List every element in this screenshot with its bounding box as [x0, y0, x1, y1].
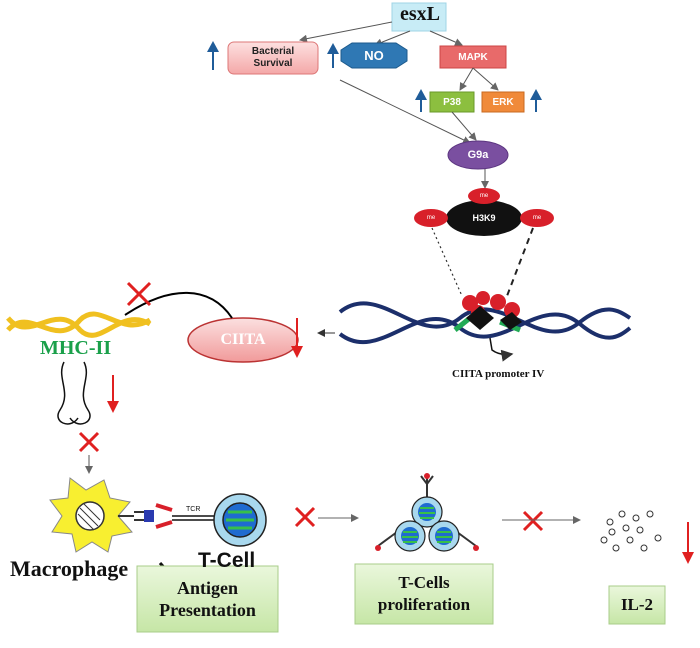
- arrow-esxl-bacterial: [299, 21, 393, 43]
- bacterial-survival-label: Bacterial Survival: [251, 46, 295, 69]
- down-arrow-icon: [682, 522, 694, 564]
- ciita-mhc-link: [124, 291, 233, 319]
- dashed-link-right: [506, 227, 534, 297]
- tcells-proliferation-label: T-Cells proliferation: [377, 573, 471, 614]
- methyl-left: [414, 209, 448, 227]
- dna-helix-icon: [338, 291, 632, 345]
- ciita-promoter-label: CIITA promoter IV: [452, 368, 545, 380]
- h3k9-label: H3K9: [472, 213, 496, 223]
- erk-box: [481, 91, 525, 113]
- erk-label: ERK: [492, 96, 514, 108]
- tcell-label: T-Cell: [198, 549, 256, 572]
- g9a-label: G9a: [467, 149, 489, 161]
- il2-label: IL-2: [620, 595, 654, 614]
- p38-label: P38: [443, 96, 461, 108]
- methyl-right-label: me: [532, 215, 542, 221]
- macrophage-label: Macrophage: [10, 556, 129, 581]
- esxl-box: [391, 2, 447, 32]
- methyl-top: [468, 188, 500, 204]
- up-arrow-icon: [415, 89, 427, 112]
- mapk-label: MAPK: [458, 51, 488, 63]
- methyl-left-label: me: [426, 215, 436, 221]
- up-arrow-icon: [327, 43, 339, 68]
- mhc2-label: MHC-II: [40, 337, 112, 359]
- h3k9-node: [446, 200, 522, 236]
- down-arrow-icon: [291, 318, 303, 358]
- g9a-node: [447, 140, 509, 170]
- block-x-icon: [294, 506, 316, 528]
- block-x-icon: [78, 431, 100, 453]
- promoter-arrow: [489, 337, 514, 362]
- down-arrow-icon: [107, 375, 119, 413]
- antigen-presentation-label: Antigen Presentation: [159, 578, 256, 620]
- mhc2-dna-icon: [6, 311, 152, 338]
- il2-box: [608, 585, 666, 625]
- methyl-right: [520, 209, 554, 227]
- block-x-icon: [126, 281, 152, 307]
- tcells-proliferation-box: [354, 563, 494, 625]
- t-cell-cluster-icon: [375, 473, 479, 552]
- tcr-label: TCR: [186, 506, 201, 513]
- methyl-top-label: me: [479, 193, 489, 199]
- ciita-label: CIITA: [220, 331, 266, 348]
- arrow-esxl-mapk: [429, 30, 463, 46]
- antigen-presentation-box: [136, 565, 279, 633]
- arrow-p38-g9a: [451, 111, 477, 141]
- arrow-no-g9a: [339, 79, 471, 144]
- arrow-mapk-erk: [472, 67, 499, 91]
- no-box: [340, 42, 408, 69]
- esxl-label: esxL: [400, 3, 440, 25]
- macrophage-nucleus: [75, 501, 105, 531]
- arrow-mapk-p38: [459, 67, 474, 91]
- bacterial-survival-box: [227, 41, 319, 75]
- no-label: NO: [364, 48, 384, 63]
- mhc2-molecule: [57, 361, 91, 425]
- up-arrow-icon: [207, 41, 219, 70]
- t-cell-icon: [213, 493, 267, 547]
- block-x-icon: [522, 510, 544, 532]
- mhc-tcr-synapse: [118, 511, 144, 521]
- dotted-link-left: [431, 227, 463, 297]
- up-arrow-icon: [530, 89, 542, 112]
- il2-dots-icon: [600, 510, 662, 552]
